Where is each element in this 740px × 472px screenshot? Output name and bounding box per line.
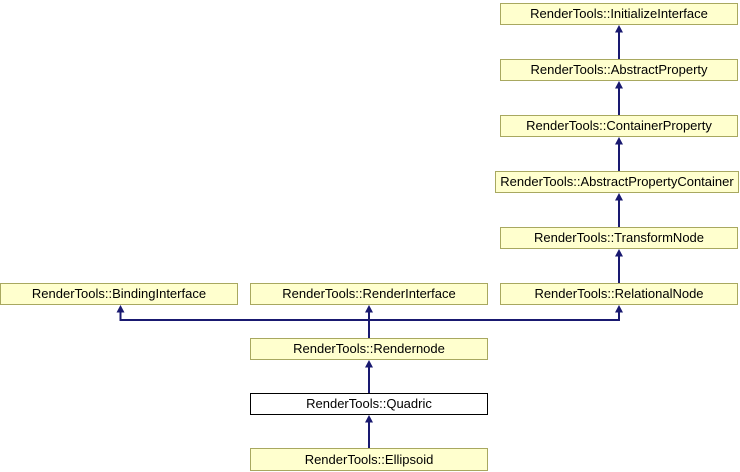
class-node-abstractproperty[interactable]: RenderTools::AbstractProperty (500, 59, 738, 81)
class-node-rendernode[interactable]: RenderTools::Rendernode (250, 338, 488, 360)
arrowhead-up-icon (365, 360, 373, 368)
class-node-bindinginterface[interactable]: RenderTools::BindingInterface (0, 283, 238, 305)
arrowhead-up-icon (615, 249, 623, 257)
arrowhead-up-icon (116, 305, 125, 313)
class-node-abstractpropertycontainer[interactable]: RenderTools::AbstractPropertyContainer (495, 171, 739, 193)
arrowhead-up-icon (615, 137, 623, 145)
arrowhead-up-icon (615, 305, 623, 313)
class-node-initializeinterface[interactable]: RenderTools::InitializeInterface (500, 3, 738, 25)
edge-line (119, 312, 620, 321)
arrowhead-up-icon (615, 81, 623, 89)
class-node-relationalnode[interactable]: RenderTools::RelationalNode (500, 283, 738, 305)
class-node-ellipsoid[interactable]: RenderTools::Ellipsoid (250, 448, 488, 471)
class-node-containerproperty[interactable]: RenderTools::ContainerProperty (500, 115, 738, 137)
class-node-transformnode[interactable]: RenderTools::TransformNode (500, 227, 738, 249)
arrowhead-up-icon (365, 305, 373, 313)
class-node-quadric-current: RenderTools::Quadric (250, 393, 488, 415)
arrowhead-up-icon (615, 25, 623, 33)
class-node-renderinterface[interactable]: RenderTools::RenderInterface (250, 283, 488, 305)
inheritance-arrowheads (116, 25, 623, 423)
arrowhead-up-icon (365, 415, 373, 423)
arrowhead-up-icon (615, 193, 623, 201)
